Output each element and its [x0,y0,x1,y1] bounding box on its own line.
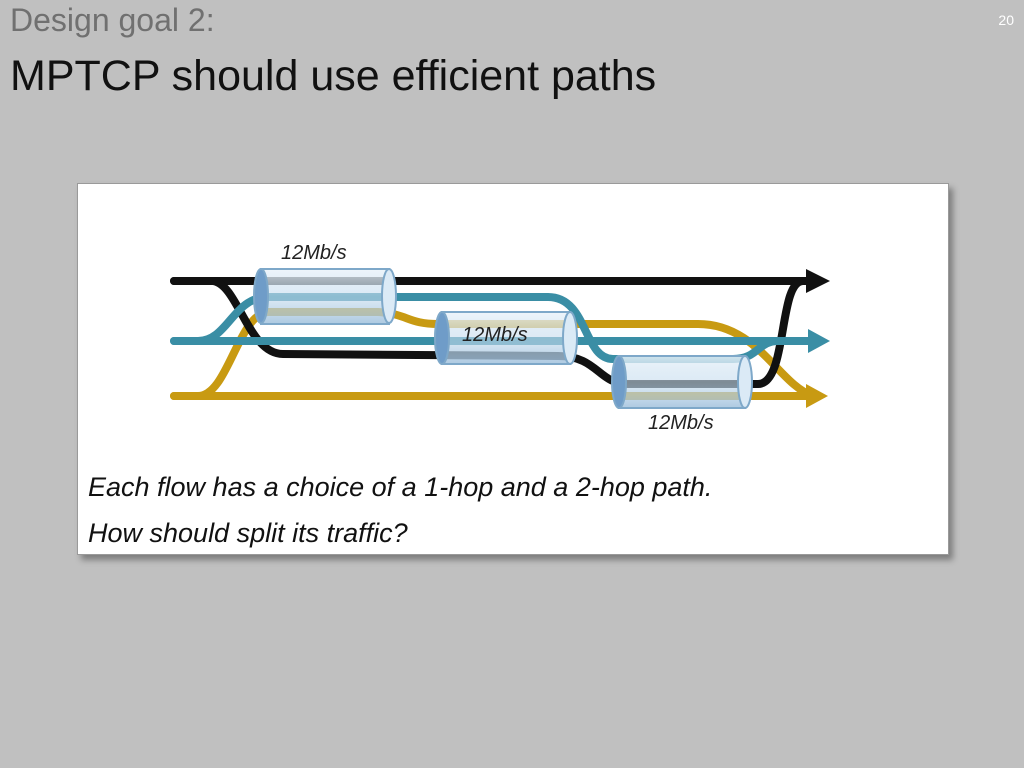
arrow-black [806,269,830,293]
caption-line-1: Each flow has a choice of a 1-hop and a … [88,472,713,502]
caption-line-2: How should split its traffic? [88,518,408,548]
arrow-teal [808,329,830,353]
figure-card: 12Mb/s 12Mb/s 12Mb/s Each flow has a cho… [77,183,949,555]
caption: Each flow has a choice of a 1-hop and a … [88,464,712,556]
arrow-gold [806,384,828,408]
page-number: 20 [998,12,1014,28]
link-rate-label-2: 12Mb/s [462,324,528,346]
slide-subtitle: Design goal 2: [10,2,215,38]
slide-title: MPTCP should use efficient paths [10,52,657,100]
network-diagram [170,268,830,409]
link-tube-3 [611,355,753,409]
link-tube-2 [434,311,578,365]
link-rate-label-3: 12Mb/s [648,412,714,434]
link-rate-label-1: 12Mb/s [281,242,347,264]
link-tube-1 [253,268,397,325]
